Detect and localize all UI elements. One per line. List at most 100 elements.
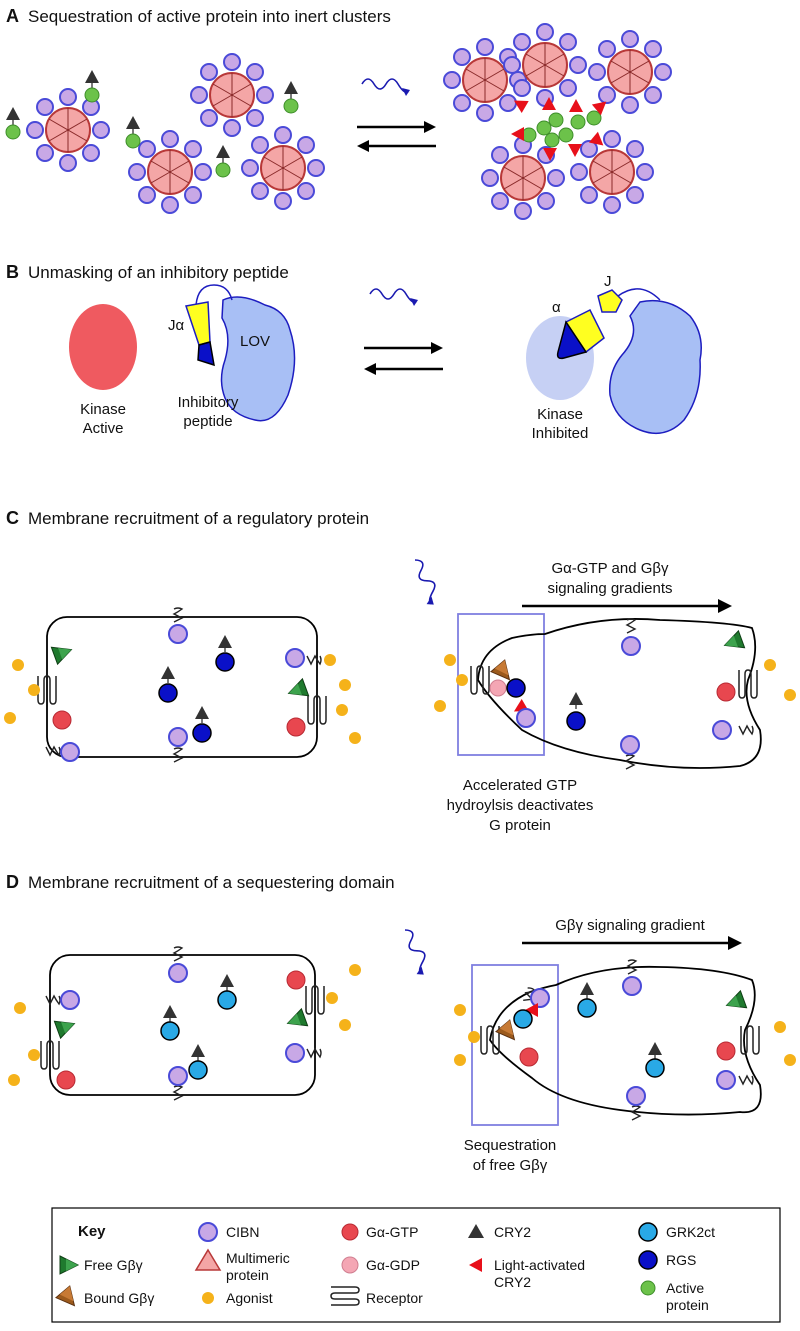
free-gbg-icon	[53, 1014, 78, 1039]
free-gbg-icon	[285, 678, 310, 703]
key-multimeric: Multimeric	[226, 1250, 290, 1266]
ga-gtp	[56, 1070, 76, 1090]
kinase-active-label: Active	[83, 420, 124, 437]
membrane-anchor	[738, 1075, 754, 1085]
gradient-label: signaling gradients	[547, 580, 672, 597]
key-cibn: CIBN	[226, 1224, 259, 1240]
agonists	[434, 654, 796, 712]
membrane-anchor	[173, 607, 183, 623]
panel-c: C Membrane recruitment of a regulatory p…	[4, 508, 796, 834]
sequestration-region	[471, 964, 559, 1126]
cibn-icon	[198, 1222, 218, 1242]
cibn	[168, 963, 188, 983]
cry2-active-protein	[283, 81, 299, 114]
gradient-arrow	[522, 599, 732, 613]
cibn	[285, 1043, 305, 1063]
free-gbg-icon	[723, 990, 748, 1015]
panel-a-letter: A	[6, 6, 19, 26]
reversible-arrows	[364, 342, 443, 375]
cry2-grk2ct	[217, 974, 237, 1010]
legend-key: Key Free Gβγ Bound Gβγ CIBN Multimeric p…	[51, 1207, 781, 1323]
ga-gtp	[52, 710, 72, 730]
gradient-label: Gα-GTP and Gβγ	[551, 560, 669, 577]
key-title: Key	[78, 1223, 106, 1240]
agonist-icon	[202, 1292, 214, 1304]
light-wave-icon	[369, 288, 419, 307]
panel-d-title: Membrane recruitment of a sequestering d…	[28, 873, 395, 892]
key-cry2: CRY2	[494, 1224, 531, 1240]
cibn	[626, 1086, 646, 1106]
cell-resting	[49, 954, 316, 1096]
membrane-anchor	[306, 1048, 322, 1058]
cibn	[60, 742, 80, 762]
cry2-grk2ct	[577, 982, 597, 1018]
cry2-icon	[468, 1224, 484, 1238]
active-protein-icon	[640, 1280, 656, 1296]
membrane-anchor	[173, 747, 183, 763]
inhibitory-peptide-bound	[556, 320, 588, 360]
cry2-rgs	[215, 635, 235, 672]
key-agonist: Agonist	[226, 1290, 273, 1306]
ga-gtp	[716, 1041, 736, 1061]
membrane-anchor	[45, 995, 61, 1005]
cibn	[168, 727, 188, 747]
cibn	[622, 976, 642, 996]
cibn	[712, 720, 732, 740]
multimeric-cluster	[443, 38, 527, 122]
ga-gtp	[286, 970, 306, 990]
ja-label: Jα	[168, 317, 185, 334]
key-receptor: Receptor	[366, 1290, 423, 1306]
multimeric-cluster	[570, 130, 654, 214]
agonists	[454, 1004, 796, 1066]
key-grk2ct: GRK2ct	[666, 1224, 715, 1240]
cibn	[516, 708, 536, 728]
panel-b: B Unmasking of an inhibitory peptide Kin…	[6, 262, 702, 442]
agonists	[8, 964, 361, 1086]
multimeric-cluster	[588, 30, 672, 114]
ga-gdp-icon	[341, 1256, 359, 1274]
reversible-arrows	[357, 121, 436, 152]
note-label: G protein	[489, 817, 551, 834]
cell-resting	[46, 616, 318, 758]
key-active-protein: Active	[666, 1280, 704, 1296]
multimeric-icon	[194, 1248, 222, 1271]
ga-gtp	[519, 1047, 539, 1067]
kinase-active-label: Kinase	[80, 401, 126, 418]
gradient-label: Gβγ signaling gradient	[555, 917, 705, 934]
j-label: J	[604, 273, 612, 290]
cry2-rgs	[158, 666, 178, 703]
key-rgs: RGS	[666, 1252, 696, 1268]
note-label: hydroylsis deactivates	[447, 797, 594, 814]
cibn	[168, 1066, 188, 1086]
agonists	[4, 654, 361, 744]
membrane-anchor	[173, 946, 183, 962]
cibn	[716, 1070, 736, 1090]
membrane-anchor	[173, 1085, 183, 1101]
note-label: of free Gβγ	[473, 1157, 548, 1174]
cibn	[168, 624, 188, 644]
kinase-inhibited-label: Inhibited	[532, 425, 589, 442]
cry2-rgs	[192, 706, 212, 743]
ga-gtp	[286, 717, 306, 737]
kinase-inhibited-label: Kinase	[537, 406, 583, 423]
multimeric-cluster	[26, 88, 110, 172]
key-multimeric: protein	[226, 1267, 269, 1283]
key-active-protein: protein	[666, 1297, 709, 1313]
grk2ct-icon	[638, 1222, 658, 1242]
lov-domain	[220, 296, 296, 422]
key-light-cry2: Light-activated	[494, 1257, 585, 1273]
panel-a-title: Sequestration of active protein into ine…	[28, 7, 391, 26]
panel-a: A Sequestration of active protein into i…	[5, 6, 672, 220]
note-label: Sequestration	[464, 1137, 557, 1154]
cry2-grk2ct	[160, 1005, 180, 1041]
inhibitory-peptide-label: Inhibitory	[178, 394, 239, 411]
cry2-grk2ct	[645, 1042, 665, 1078]
key-bound-gbg: Bound Gβγ	[84, 1290, 154, 1306]
free-gbg-icon	[50, 640, 75, 665]
alpha-label: α	[552, 299, 561, 316]
cry2-active-protein	[5, 107, 21, 140]
key-light-cry2: CRY2	[494, 1274, 531, 1290]
light-wave-icon	[393, 926, 435, 979]
cibn	[620, 735, 640, 755]
